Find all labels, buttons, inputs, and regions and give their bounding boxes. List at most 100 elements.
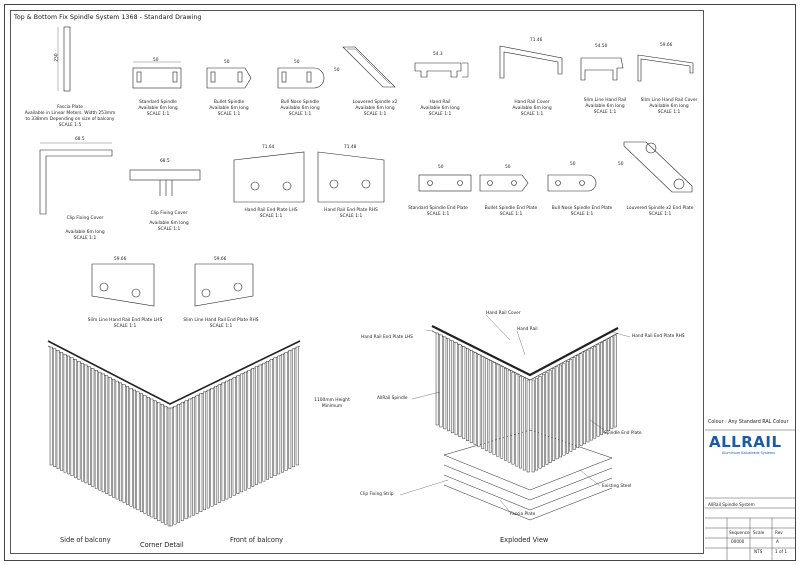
louvered-end-plate-label: Louvered Spindle x2 End Plate SCALE 1:1 xyxy=(620,206,700,218)
spindle xyxy=(439,334,443,428)
component-scale: SCALE 1:1 xyxy=(363,111,387,117)
hand-rail-end-plate-lhs xyxy=(233,151,305,203)
component-name: Clip Fixing Cover xyxy=(150,211,188,216)
slim-line-end-plate-rhs xyxy=(194,263,254,307)
slim-line-cover-label: Slim Line Hand Rail Cover Available 6m l… xyxy=(636,98,702,116)
component-name: Standard Spindle xyxy=(139,100,177,105)
callout: Hand Rail xyxy=(517,327,538,332)
spindle xyxy=(232,377,236,496)
callout: Hand Rail Cover xyxy=(486,311,521,316)
component-name: Bullet Spindle xyxy=(213,100,245,105)
component-scale: SCALE 1:1 xyxy=(426,211,450,217)
component-name: Louvered Spindle x2 xyxy=(352,100,398,105)
spindle xyxy=(115,380,119,500)
rev-value: A xyxy=(776,539,779,544)
spindle xyxy=(492,362,496,455)
spindle xyxy=(140,393,143,512)
component-desc: Available 6m long xyxy=(512,105,552,111)
corner-detail-label: Corner Detail xyxy=(140,541,184,549)
spindle xyxy=(280,353,284,473)
spindle xyxy=(603,340,607,433)
hand-rail-end-plate-rhs xyxy=(317,151,385,203)
hand-rail-end-plate-rhs-label: Hand Rail End Plate RHS SCALE 1:1 xyxy=(316,208,386,220)
component-name: Bullet Spindle End Plate xyxy=(484,206,538,211)
bullet-spindle-end-plate xyxy=(479,174,529,192)
clip-fixing-cover-label-a: Clip Fixing Cover Available 6m long SCAL… xyxy=(50,216,120,242)
component-desc: Available 6m long xyxy=(149,220,189,226)
spindle xyxy=(146,397,150,516)
drawing-title-block: AllRail Spindle System xyxy=(708,502,755,507)
component-scale: SCALE 1:1 xyxy=(499,211,523,217)
component-scale: SCALE 1:1 xyxy=(657,109,681,115)
spindle xyxy=(214,386,218,505)
spindle xyxy=(136,391,140,511)
front-of-balcony-label: Front of balcony xyxy=(230,536,284,544)
spindle xyxy=(565,361,569,454)
spindle xyxy=(119,382,123,502)
scale-value: NTS xyxy=(754,549,763,554)
component-desc: Available 6m long xyxy=(280,105,320,111)
slim-line-cover-profile xyxy=(637,54,694,82)
spindle xyxy=(169,407,173,527)
component-desc: Available 6m long xyxy=(209,105,249,111)
spindle xyxy=(462,346,466,439)
component-name: Hand Rail End Plate LHS xyxy=(244,208,298,213)
spindle xyxy=(177,404,181,523)
spindle xyxy=(593,346,597,439)
spindle xyxy=(258,364,262,484)
spindle xyxy=(164,405,168,525)
spindle xyxy=(586,349,590,443)
spindle xyxy=(53,348,57,468)
dimension-label: 68.5 xyxy=(160,159,170,164)
spindle xyxy=(173,405,177,525)
spindle xyxy=(133,389,136,509)
spindle xyxy=(60,352,64,471)
spindle xyxy=(284,352,288,471)
component-scale: SCALE 1:1 xyxy=(157,226,181,232)
spindle xyxy=(184,400,188,520)
spindle xyxy=(91,368,95,487)
spindle xyxy=(288,350,292,469)
component-scale: SCALE 1:1 xyxy=(648,211,672,217)
dimension-label: 50 xyxy=(618,162,624,167)
spindle xyxy=(522,377,526,471)
spindle xyxy=(606,338,610,431)
spindle xyxy=(583,351,586,445)
louvered-spindle-profile xyxy=(342,46,396,88)
spindle xyxy=(496,364,500,457)
component-name: Hand Rail xyxy=(429,100,451,105)
spindle xyxy=(126,386,129,505)
sequence-label: Sequence xyxy=(729,530,750,535)
callout: Fascia Plate xyxy=(510,512,536,517)
dimension-label: 59.66 xyxy=(660,43,673,48)
hand-rail-cover-label: Hand Rail Cover Available 6m long SCALE … xyxy=(497,100,567,118)
component-name: Slim Line Hand Rail End Plate RHS xyxy=(183,318,259,323)
component-name: Louvered Spindle x2 End Plate xyxy=(626,206,694,211)
spindle xyxy=(84,364,88,484)
callout: AllRail Spindle xyxy=(377,396,408,401)
dimension-label: 250 xyxy=(54,53,60,62)
spindle xyxy=(87,366,91,485)
spindle xyxy=(240,373,244,493)
spindle xyxy=(129,388,133,507)
slim-line-end-plate-lhs xyxy=(91,263,155,307)
component-name: Slim Line Hand Rail xyxy=(583,98,627,103)
bull-nose-end-plate-label: Bull Nose Spindle End Plate SCALE 1:1 xyxy=(544,206,620,218)
spindle xyxy=(236,375,240,494)
spindle xyxy=(94,370,98,489)
component-desc: Available 6m long xyxy=(65,229,105,235)
spindle xyxy=(70,357,74,476)
spindle xyxy=(500,366,504,459)
component-desc: Available 6m long xyxy=(585,103,625,109)
spindle xyxy=(206,389,210,509)
spindle xyxy=(485,358,488,451)
clip-fixing-cover-b xyxy=(129,169,201,196)
clip-fixing-cover-label-b: Clip Fixing Cover Available 6m long SCAL… xyxy=(134,211,204,233)
spindle xyxy=(112,379,116,498)
colour-note: Colour : Any Standard RAL Colour xyxy=(708,420,789,425)
spindle xyxy=(466,348,469,441)
component-desc: Available 6m long xyxy=(138,105,178,111)
spindle xyxy=(225,380,229,500)
component-name: Bull Nose Spindle xyxy=(280,100,320,105)
